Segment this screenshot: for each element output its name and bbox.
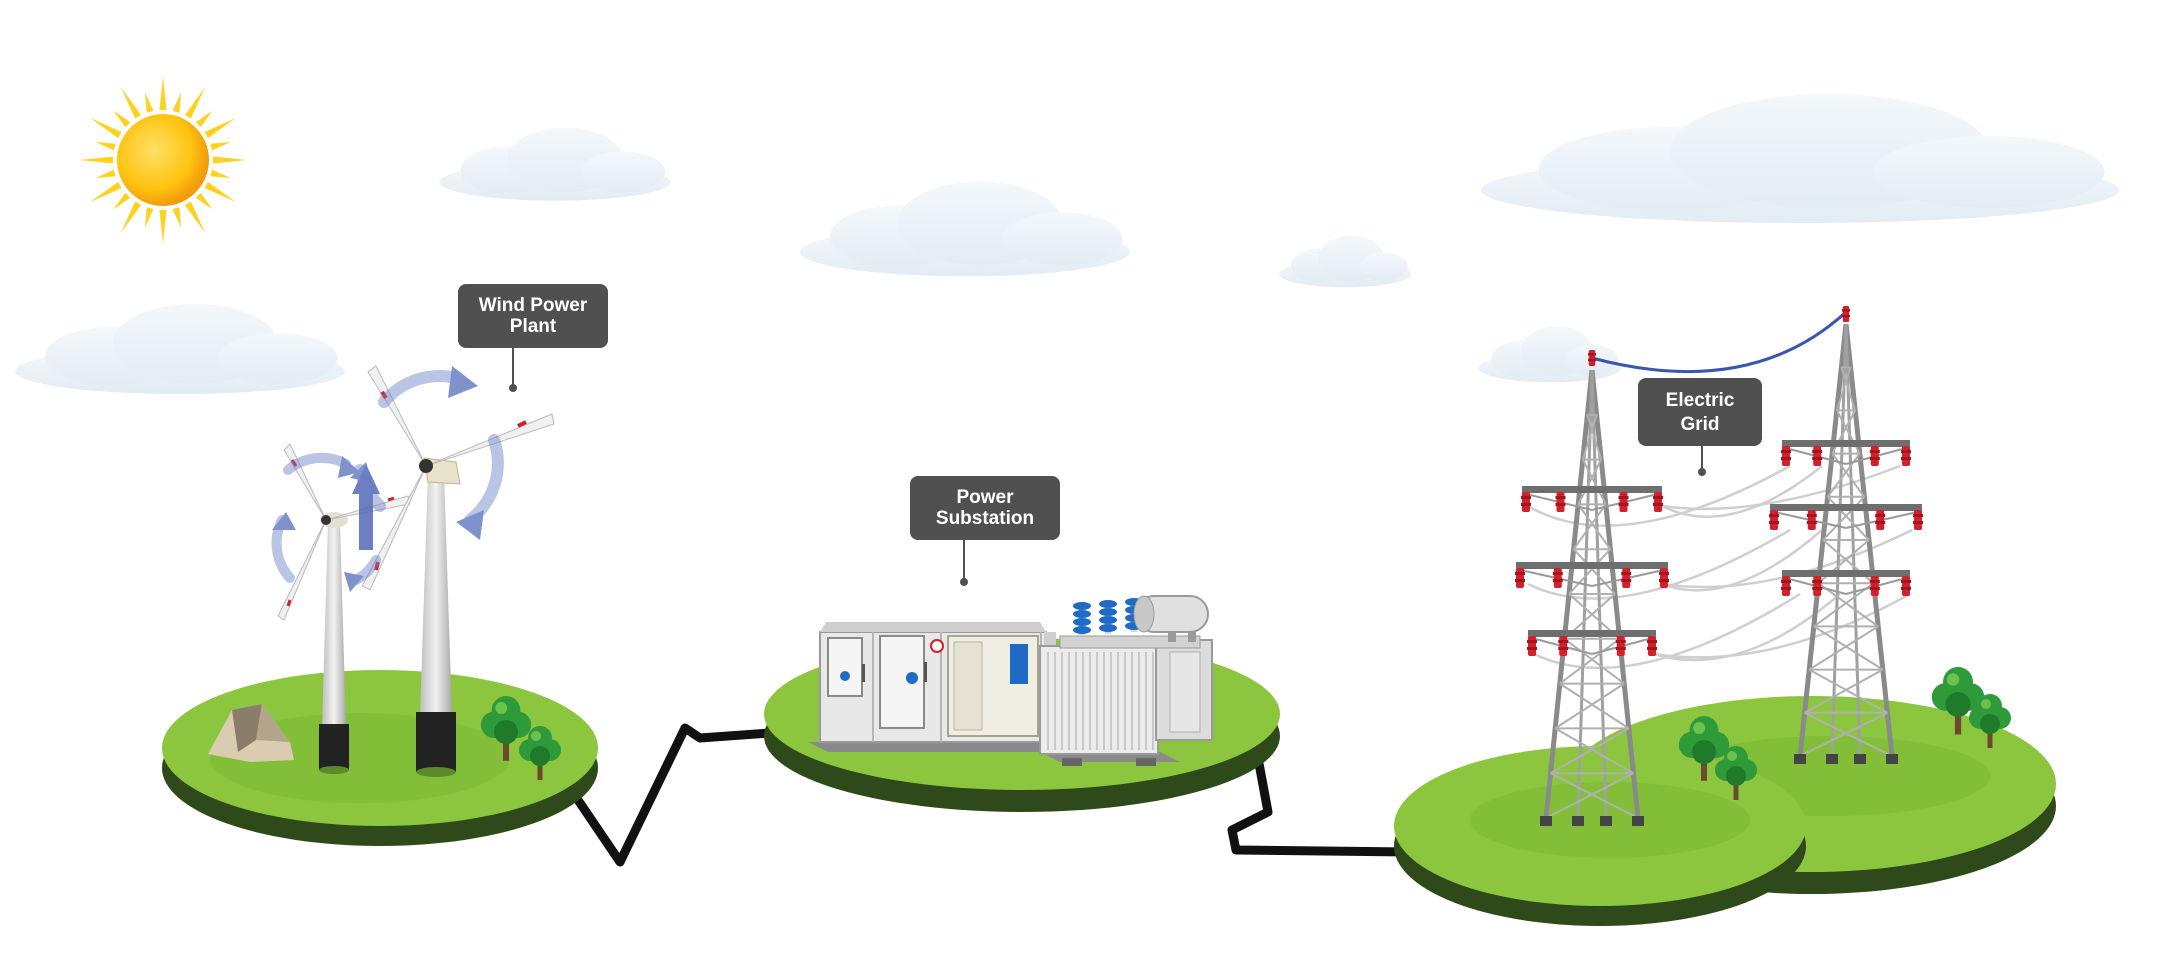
sun-ray [212,156,247,164]
grid-label-line1: Electric [1666,390,1735,411]
cloud [439,127,671,201]
rotation-arrow-icon [271,366,504,592]
insulator [1842,306,1850,322]
sun-ray [159,76,167,111]
insulator [1806,510,1817,530]
cloud [15,303,345,395]
insulator [1769,510,1779,530]
transformer [1039,595,1213,766]
wind-island: Wind Power Plant [162,284,608,846]
insulator [1527,636,1537,656]
sun-ray [210,169,231,179]
insulator [1869,446,1880,466]
wind-power-plant-callout: Wind Power Plant [458,284,608,392]
insulator [1588,350,1596,366]
insulator [1515,568,1525,588]
cloud [1279,235,1411,288]
sun-ray [90,118,122,139]
insulator [1521,492,1531,512]
sun-ray [144,207,154,228]
power-cables [573,723,1415,867]
bushing [1073,602,1091,636]
insulator [1615,636,1626,656]
substation-label-line1: Power [956,487,1014,508]
insulator [1913,510,1923,530]
sun-ray [113,110,131,128]
insulator [1647,636,1657,656]
sun-ray [204,181,236,202]
cloud [1478,326,1622,383]
rock [208,704,294,762]
clouds [15,94,2119,395]
bushing [1099,600,1117,634]
insulator [1781,446,1791,466]
cloud [800,181,1130,277]
insulator [1869,576,1880,596]
insulator [1552,568,1563,588]
sun-ray [195,192,213,210]
sun-ray [210,141,231,151]
substation-building [808,622,1060,752]
sun-ray [204,118,236,139]
cable-substation-to-grid [1227,753,1415,857]
transmission-tower [1515,369,1669,826]
sun-ray [113,192,131,210]
wind-turbine-large [361,365,555,777]
sun-ray [121,87,142,119]
sun-ray [159,209,167,244]
insulator [1812,446,1823,466]
insulator [1555,492,1566,512]
electric-grid-callout: Electric Grid [1638,378,1762,476]
insulator [1653,492,1663,512]
insulator [1875,510,1886,530]
sun-ray [121,201,142,233]
wind-label-line1: Wind Power [479,295,588,316]
sun-ray [172,207,182,228]
wind-label-line2: Plant [510,316,557,337]
overhead-wire [1591,310,1848,373]
cable-wind-to-substation [573,723,775,867]
insulator [1558,636,1569,656]
insulator [1812,576,1823,596]
sun-ray [95,141,116,151]
insulator [1901,446,1911,466]
sun-ray [144,92,154,113]
substation-island: Power Substation [764,476,1280,812]
sun-ray [79,156,114,164]
sun-ray [184,87,205,119]
insulator [1901,576,1911,596]
insulator [1618,492,1629,512]
insulator [1781,576,1791,596]
sun-ray [95,169,116,179]
sun-ray [90,181,122,202]
sun-icon [79,76,247,244]
insulator [1659,568,1669,588]
grid-island: Electric Grid [1394,306,2056,926]
power-substation-callout: Power Substation [910,476,1060,586]
substation-label-line2: Substation [936,508,1034,529]
sun-ray [172,92,182,113]
grid-label-line2: Grid [1680,414,1719,435]
insulator [1621,568,1632,588]
cloud [1481,94,2119,223]
sun-ray [184,201,205,233]
transmission-tower [1769,323,1923,764]
sun-ray [195,110,213,128]
